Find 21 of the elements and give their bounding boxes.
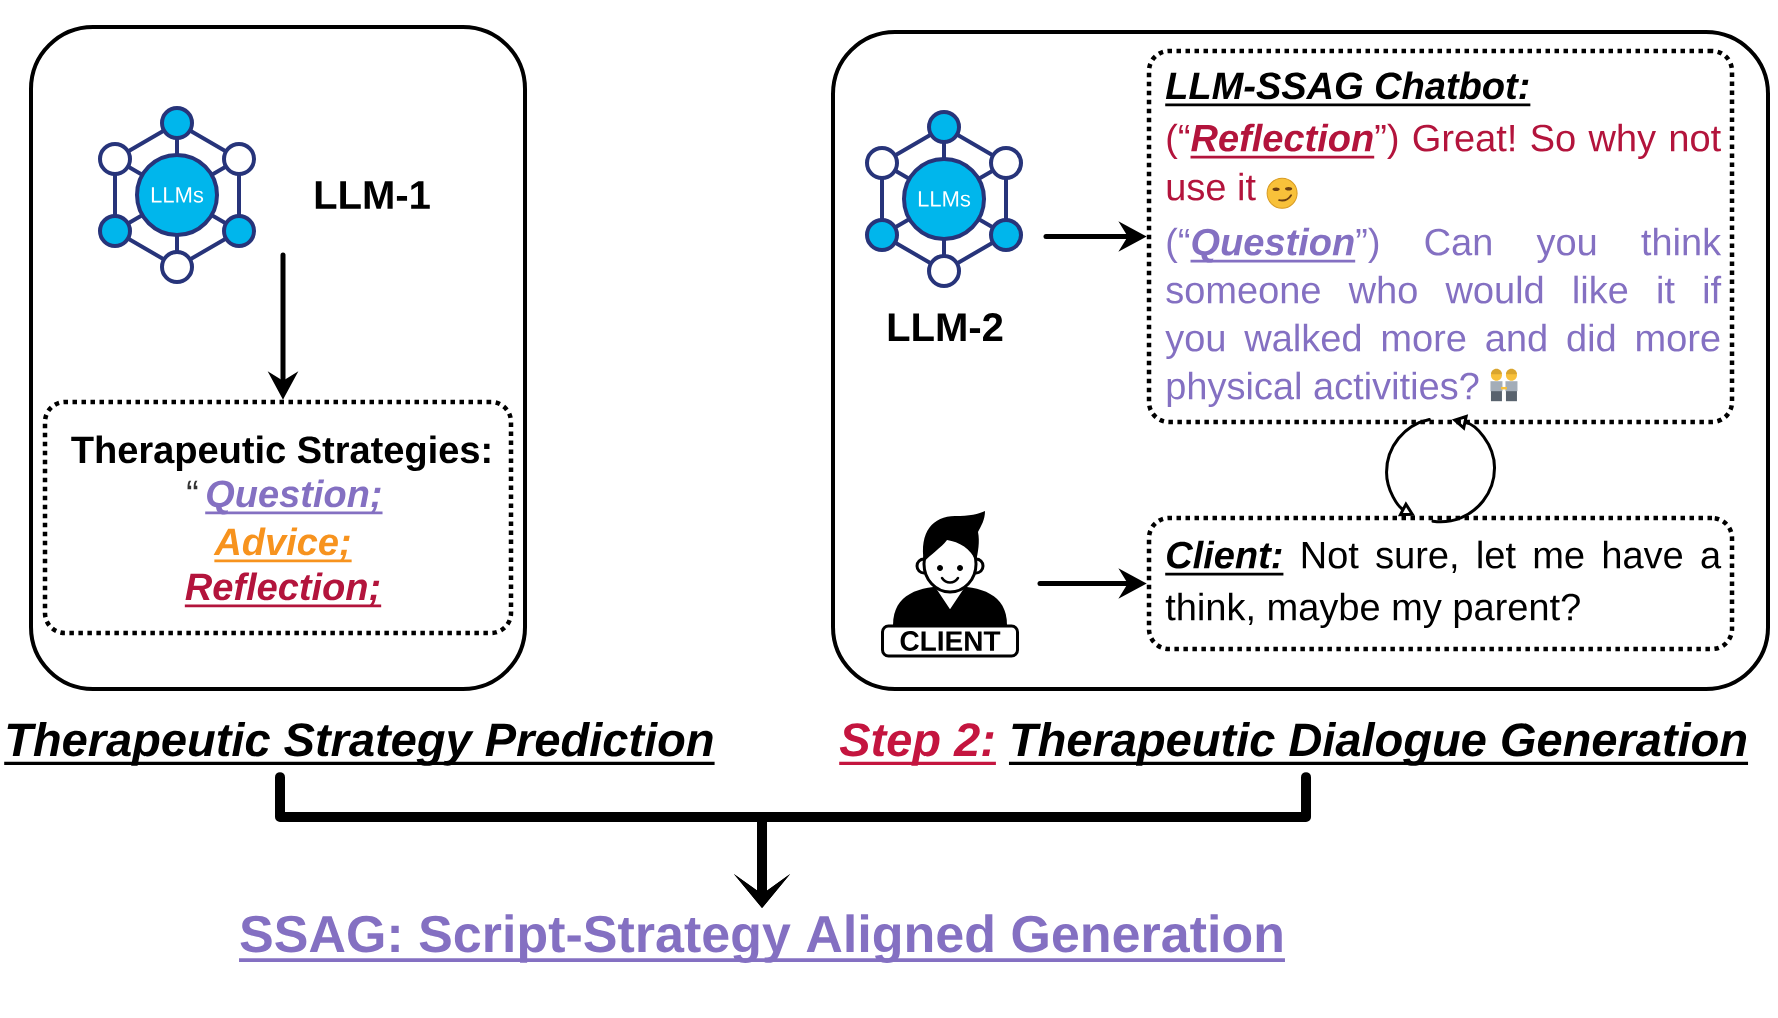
dialogue-text: (“Question”) Can you think someone who would like it if you walked more and did more physical activities?: [1165, 227, 1722, 408]
step-caption: Therapeutic Dialogue Generation: [1008, 721, 1749, 766]
box-heading: LLM-SSAG Chatbot:: [1165, 71, 1531, 107]
strategy-label: Question;: [205, 479, 383, 515]
step-caption: Therapeutic Strategy Prediction: [4, 721, 715, 766]
strategy-label: Advice;: [213, 527, 352, 563]
model-label: LLM-2: [888, 313, 1003, 341]
heading: SSAG: Script-Strategy Aligned Generation: [239, 914, 1285, 964]
badge: CLIENT: [881, 624, 1019, 658]
rounded-panel: [831, 30, 1770, 691]
model-label: LLM-1: [315, 181, 430, 209]
box-heading: Therapeutic Strategies:: [71, 435, 490, 472]
dotted-box: [1146, 48, 1735, 425]
quote-mark: “: [187, 480, 198, 490]
dotted-box: [42, 399, 514, 636]
strategy-label: Reflection;: [184, 572, 382, 608]
rounded-panel: [29, 25, 527, 691]
dialogue-text: (“Reflection”) Great! So why not use it: [1167, 123, 1721, 209]
step-label: Step 2:: [839, 723, 996, 766]
cycle-arrow: [1385, 417, 1431, 517]
dialogue-box: Client: Not sure, let me have a think, maybe my parent?: [1146, 515, 1735, 652]
